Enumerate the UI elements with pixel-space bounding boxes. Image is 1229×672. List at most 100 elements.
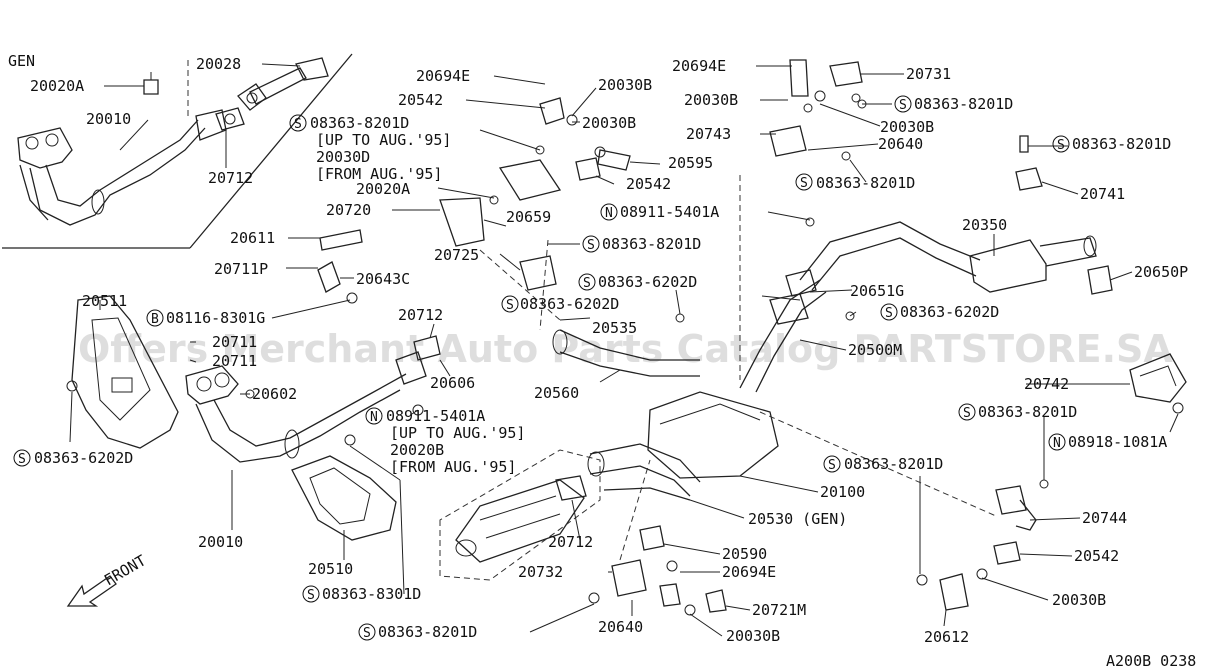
label-20542-mid: 20542 (626, 175, 671, 193)
label-08363-6202D-d: 08363-6202D (34, 449, 133, 467)
label-20606: 20606 (430, 374, 475, 392)
label-08116-8301G: 08116-8301G (166, 309, 265, 327)
label-20742: 20742 (1024, 375, 1069, 393)
marker-s-10: S (18, 452, 26, 467)
label-20612: 20612 (924, 628, 969, 646)
rear-heat-shield (1129, 353, 1187, 403)
center-muffler (587, 391, 779, 501)
front-label: FRONT (101, 551, 149, 589)
label-08363-8201D-f: 08363-8201D (978, 403, 1077, 421)
marker-b-1: B (151, 312, 159, 327)
marker-s-12: S (307, 588, 315, 603)
marker-s-9: S (963, 406, 971, 421)
front-arrow (66, 575, 117, 607)
hanger-bracket-20741 (1015, 135, 1043, 191)
label-08363-8201D-g: 08363-8201D (844, 455, 943, 473)
gasket-20712-mid (413, 335, 441, 361)
label-20650P: 20650P (1134, 263, 1188, 281)
gasket-20712-bot (555, 475, 587, 501)
marker-n-1: N (605, 206, 613, 221)
marker-s-11: S (828, 458, 836, 473)
marker-s-3: S (1057, 138, 1065, 153)
bottom-hanger-group (588, 525, 727, 616)
marker-s-8: S (885, 306, 893, 321)
label-20510: 20510 (308, 560, 353, 578)
label-20028: 20028 (196, 55, 241, 73)
label-20010-bot: 20010 (198, 533, 243, 551)
marker-s-7: S (506, 298, 514, 313)
label-20651G: 20651G (850, 282, 904, 300)
label-20030B-f: 20030B (726, 627, 780, 645)
label-20542-bot: 20542 (1074, 547, 1119, 565)
label-20744: 20744 (1082, 509, 1127, 527)
label-20595: 20595 (668, 154, 713, 172)
label-08363-8201D-b: 08363-8201D (602, 235, 701, 253)
upper-hanger-group (769, 59, 863, 161)
label-20590: 20590 (722, 545, 767, 563)
label-20731: 20731 (906, 65, 951, 83)
leader-lines (69, 63, 1179, 637)
label-20511: 20511 (82, 292, 127, 310)
label-20640-bot: 20640 (598, 618, 643, 636)
label-20560: 20560 (534, 384, 579, 402)
exhaust-manifold-heat-shield (71, 295, 179, 449)
corner-code: A200B 0238 (1106, 652, 1196, 670)
label-20030B-d: 20030B (880, 118, 934, 136)
center-pipe-section (739, 269, 827, 393)
label-20030D: 20030D (316, 148, 370, 166)
label-08363-8201D-h: 08363-8201D (378, 623, 477, 641)
inset-bolt (143, 72, 159, 95)
lower-right-hanger-group (916, 485, 1037, 611)
label-20712-bot: 20712 (548, 533, 593, 551)
label-20030B-c: 20030B (684, 91, 738, 109)
marker-s-2: S (899, 98, 907, 113)
label-08363-6202D-b: 08363-6202D (520, 295, 619, 313)
label-20659: 20659 (506, 208, 551, 226)
label-20030B-e: 20030B (1052, 591, 1106, 609)
label-08363-8301D: 08363-8301D (322, 585, 421, 603)
label-20611: 20611 (230, 229, 275, 247)
marker-s-13: S (363, 626, 371, 641)
label-20732: 20732 (518, 563, 563, 581)
exhaust-manifold (185, 351, 427, 463)
marker-n-3: N (1053, 436, 1061, 451)
label-20100: 20100 (820, 483, 865, 501)
bolt-markers (66, 99, 1184, 489)
pipe-20560 (552, 329, 700, 377)
label-20711-a: 20711 (212, 333, 257, 351)
label-20711-b: 20711 (212, 352, 257, 370)
label-20694E-top: 20694E (416, 67, 470, 85)
gen-label: GEN (8, 52, 35, 70)
label-20720: 20720 (326, 201, 371, 219)
label-08363-8201D-d: 08363-8201D (816, 174, 915, 192)
label-20602: 20602 (252, 385, 297, 403)
label-08363-6202D-a: 08363-6202D (598, 273, 697, 291)
label-20030B-a: 20030B (598, 76, 652, 94)
marker-letters: S S S S S N S S S B N S N S S S S (18, 98, 1065, 641)
label-20500M: 20500M (848, 341, 902, 359)
label-up-to-aug95-a: [UP TO AUG.'95] (316, 131, 451, 149)
label-08363-8201D-a: 08363-8201D (310, 114, 409, 132)
label-20712-top: 20712 (208, 169, 253, 187)
marker-circles (13, 95, 1070, 641)
label-20020A-top: 20020A (30, 77, 84, 95)
marker-s-5: S (587, 238, 595, 253)
label-08363-8201D-e: 08363-8201D (1072, 135, 1171, 153)
label-08363-6202D-c: 08363-6202D (900, 303, 999, 321)
label-20643C: 20643C (356, 270, 410, 288)
marker-s-6: S (583, 276, 591, 291)
label-20640-top: 20640 (878, 135, 923, 153)
label-08911-5401A-b: 08911-5401A (386, 407, 485, 425)
label-from-aug95-a: [FROM AUG.'95] (316, 165, 442, 183)
label-up-to-aug95-b: [UP TO AUG.'95] (390, 424, 525, 442)
label-20743: 20743 (686, 125, 731, 143)
hanger-20650P (1087, 265, 1113, 295)
label-20542-top: 20542 (398, 91, 443, 109)
label-20020A-mid: 20020A (356, 180, 410, 198)
label-20694E-r: 20694E (672, 57, 726, 75)
label-20725: 20725 (434, 246, 479, 264)
part-labels: GEN 20020A 20028 20010 20712 20694E 2054… (8, 52, 1196, 670)
label-20712-mid: 20712 (398, 306, 443, 324)
catalytic-converter (439, 449, 601, 581)
